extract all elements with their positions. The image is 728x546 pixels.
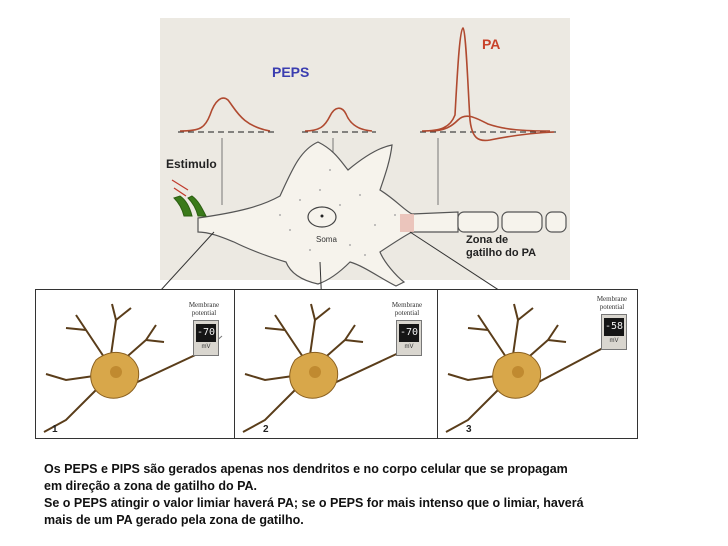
membrane-potential-meter: -70 mV — [193, 320, 219, 356]
membrane-potential-meter: -58 mV — [601, 314, 627, 350]
panel-number: 2 — [263, 424, 269, 435]
caption-line-1: Os PEPS e PIPS são gerados apenas nos de… — [44, 461, 684, 478]
meter-unit: mV — [194, 344, 218, 350]
peps-trace-soma — [305, 108, 372, 131]
meter-reading: -58 — [604, 318, 624, 336]
pa-subthreshold-trace — [430, 116, 550, 131]
caption-line-2: em direção a zona de gatilho do PA. — [44, 478, 684, 495]
trigger-zone-marker — [400, 214, 414, 232]
caption-line-4: mais de um PA gerado pela zona de gatilh… — [44, 512, 684, 529]
trigger-zone-label: Zona de gatilho do PA — [466, 234, 536, 260]
panel-number: 1 — [52, 424, 58, 435]
stimulus-label: Estimulo — [166, 157, 217, 171]
nucleolus — [321, 215, 324, 218]
meter-caption: Membrane potential — [377, 301, 437, 317]
caption-line-3: Se o PEPS atingir o valor limiar haverá … — [44, 495, 684, 512]
trigger-zone-label-line2: gatilho do PA — [466, 247, 536, 260]
axon-segment — [502, 212, 542, 232]
peps-trace-dendrite — [180, 98, 270, 131]
meter-caption: Membrane potential — [582, 295, 638, 311]
membrane-potential-meter: -70 mV — [396, 320, 422, 356]
trigger-zone-label-line1: Zona de — [466, 234, 536, 247]
meter-unit: mV — [397, 344, 421, 350]
meter-reading: -70 — [399, 324, 419, 342]
caption-text: Os PEPS e PIPS são gerados apenas nos de… — [44, 461, 684, 529]
axon-segment — [546, 212, 566, 232]
axon-segment — [458, 212, 498, 232]
neuron-illustration — [438, 290, 637, 438]
meter-unit: mV — [602, 338, 626, 344]
neuron-body — [198, 142, 458, 286]
stimulus-arrow — [174, 188, 186, 196]
soma-label: Soma — [316, 235, 337, 244]
meter-reading: -70 — [196, 324, 216, 342]
neuron-panel-1: Membrane potential -70 mV 1 — [35, 289, 237, 439]
pa-label: PA — [482, 36, 500, 52]
neuron-panel-3: Membrane potential -58 mV 3 — [437, 289, 638, 439]
peps-label: PEPS — [272, 64, 309, 80]
panel-number: 3 — [466, 424, 472, 435]
neuron-panel-2: Membrane potential -70 mV 2 — [234, 289, 439, 439]
meter-caption: Membrane potential — [174, 301, 234, 317]
